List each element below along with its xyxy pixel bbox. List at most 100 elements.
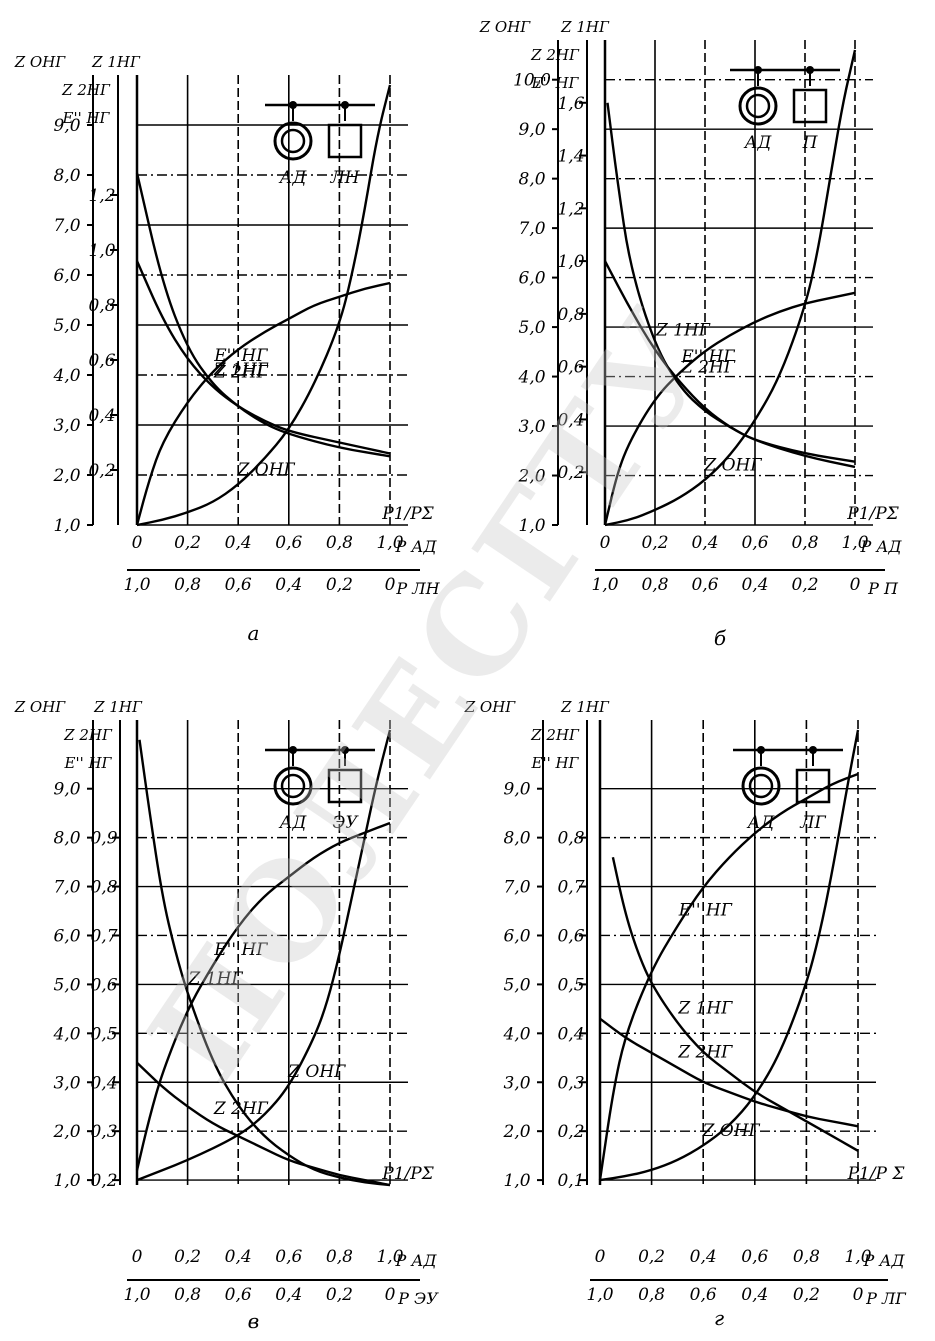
right-tick-label: 0,1 [557, 1171, 584, 1191]
series-2-curve [603, 291, 856, 526]
panel-в: 1,02,03,04,05,06,07,08,09,00,20,30,40,50… [14, 698, 440, 1333]
right-tick-label: 0,6 [90, 975, 117, 995]
left-tick-label: 6,0 [53, 266, 80, 286]
motor-icon-inner [748, 773, 774, 799]
left-tick-label: 4,0 [52, 366, 80, 386]
series-0-curve [599, 1017, 859, 1128]
series-3-label: Z ОНГ [703, 455, 762, 475]
x-top-tick-label: 0,6 [275, 533, 302, 553]
right-tick-label: 0,2 [557, 1122, 584, 1142]
y-axis-label: E'' НГ [62, 109, 111, 127]
left-tick-label: 8,0 [53, 829, 80, 849]
x-top-tick-label: 0,6 [741, 1247, 768, 1267]
left-tick-label: 4,0 [502, 1024, 530, 1044]
right-tick-label: 0,4 [557, 410, 584, 430]
y-axis-label: Z ОНГ [14, 698, 67, 716]
x-top-tick-label: 0,2 [174, 1247, 201, 1267]
right-tick-label: 1,6 [557, 94, 584, 114]
x-top-tick-label: 0,8 [326, 1247, 353, 1267]
x-top-tick-label: 0,4 [691, 533, 718, 553]
left-tick-label: 3,0 [53, 416, 80, 436]
series-2-label: E'' НГ [678, 901, 733, 921]
y-axis-label: Z 1НГ [93, 698, 143, 716]
y-axis-label: Z 2НГ [530, 46, 580, 64]
left-tick-label: 8,0 [518, 170, 545, 190]
left-tick-label: 1,0 [518, 516, 545, 536]
series-3-label: Z ОНГ [237, 460, 296, 480]
series-1-label: Z 1НГ [213, 360, 269, 380]
x-bottom-tick-label: 0,2 [326, 575, 353, 595]
x-bottom-tick-label: 0,8 [641, 575, 668, 595]
motor-icon-inner [745, 93, 771, 119]
series-2-curve [135, 821, 391, 1171]
series-3-label: Z ОНГ [702, 1121, 761, 1141]
right-tick-label: 0,6 [557, 358, 584, 378]
x-top-tick-label: 0,4 [690, 1247, 717, 1267]
motor-icon [738, 86, 778, 126]
x-ratio-label: P1/PΣ [846, 504, 899, 524]
right-tick-label: 0,8 [88, 296, 115, 316]
y-axis-label: E'' НГ [64, 754, 113, 772]
x-top-tick-label: 0 [600, 533, 611, 553]
left-tick-label: 6,0 [518, 269, 545, 289]
inset-label-load: ЭУ [332, 813, 359, 833]
left-tick-label: 3,0 [518, 417, 545, 437]
x-bottom-tick-label: 0,6 [691, 575, 718, 595]
left-tick-label: 3,0 [503, 1073, 530, 1093]
right-tick-label: 0,2 [88, 461, 115, 481]
series-3-curve [599, 729, 860, 1182]
x-top-tick-label: 0,4 [225, 1247, 252, 1267]
x-bottom-tick-label: 1,0 [586, 1285, 613, 1305]
left-tick-label: 6,0 [503, 926, 530, 946]
x-bottom-tick-label: 0,8 [638, 1285, 665, 1305]
panel-label: б [714, 626, 727, 650]
x-top-tick-label: 0 [132, 1247, 143, 1267]
right-tick-label: 0,5 [90, 1024, 117, 1044]
x-bottom-tick-label: 0,8 [174, 1285, 201, 1305]
y-axis-label: Z ОНГ [464, 698, 517, 716]
x-bottom-tick-label: 0,4 [275, 575, 302, 595]
x-bottom-tick-label: 0,4 [275, 1285, 302, 1305]
series-2-label: E'' НГ [680, 347, 735, 367]
series-0-label: Z 2НГ [213, 363, 269, 383]
x-top-tick-label: 0,4 [225, 533, 252, 553]
right-tick-label: 0,4 [557, 1024, 584, 1044]
right-tick-label: 0,6 [88, 351, 115, 371]
right-tick-label: 0,7 [557, 878, 584, 898]
series-2-curve [598, 772, 859, 1181]
x-top-tick-label: 0,2 [638, 1247, 665, 1267]
right-tick-label: 1,2 [557, 199, 584, 219]
series-1-curve [138, 739, 391, 1187]
x-ratio-label: P1/PΣ [381, 504, 434, 524]
x-bottom-tick-label: 0,6 [225, 1285, 252, 1305]
x-ratio-label: P1/PΣ [381, 1164, 434, 1184]
left-tick-label: 5,0 [503, 975, 530, 995]
inset-label-motor: АД [744, 133, 773, 153]
x-top-tick-label: 1,0 [376, 1247, 403, 1267]
x-bottom-tick-label: 0 [850, 575, 861, 595]
x-bottom-tick-label: 0,2 [791, 575, 818, 595]
motor-icon-inner [280, 128, 306, 154]
right-tick-label: 0,2 [557, 463, 584, 483]
left-tick-label: 9,0 [53, 780, 80, 800]
inset-label-motor: АД [279, 813, 308, 833]
series-1-label: Z 1НГ [677, 999, 733, 1019]
x-bottom-tick-label: 0,6 [225, 575, 252, 595]
right-tick-label: 0,6 [557, 926, 584, 946]
y-axis-label: E'' НГ [531, 74, 580, 92]
right-tick-label: 1,2 [88, 186, 115, 206]
right-tick-label: 0,3 [557, 1073, 584, 1093]
right-tick-label: 0,7 [90, 926, 117, 946]
x-top-tick-label: 1,0 [376, 533, 403, 553]
motor-icon [273, 121, 313, 161]
left-tick-label: 6,0 [53, 926, 80, 946]
motor-icon [741, 766, 781, 806]
series-2-label: E'' НГ [213, 346, 268, 366]
left-tick-label: 5,0 [53, 975, 80, 995]
y-axis-label: Z 2НГ [61, 81, 111, 99]
right-tick-label: 0,8 [557, 305, 584, 325]
right-tick-label: 0,5 [557, 975, 584, 995]
x-bottom-tick-label: 0 [385, 575, 396, 595]
series-1-curve [606, 102, 856, 463]
x-ratio-label: P1/P Σ [847, 1164, 906, 1184]
